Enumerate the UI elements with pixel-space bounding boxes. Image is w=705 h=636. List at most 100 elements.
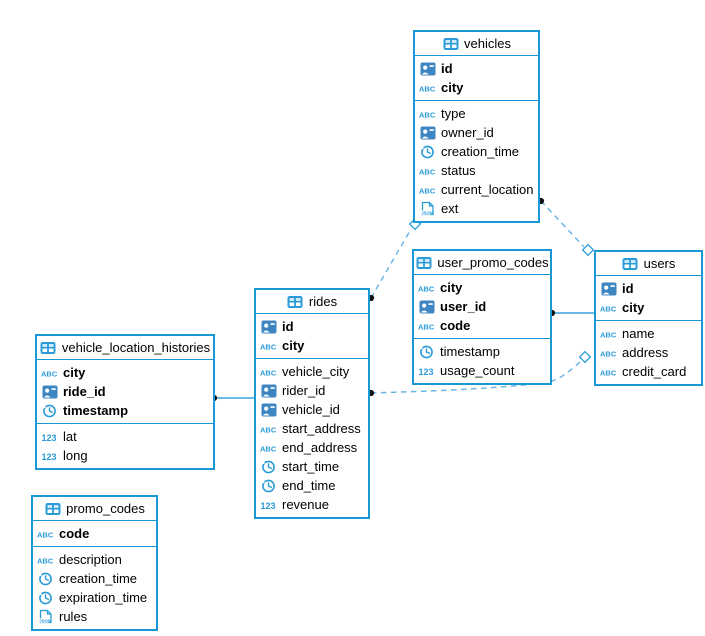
- svg-text:ABC: ABC: [419, 186, 436, 195]
- column-label: revenue: [282, 497, 329, 512]
- table-title: vehicles: [464, 36, 511, 51]
- column-label: vehicle_city: [282, 364, 350, 379]
- column-city[interactable]: ABC city: [415, 78, 538, 97]
- abc-icon: ABC: [260, 421, 277, 437]
- column-end_time[interactable]: end_time: [256, 476, 368, 495]
- table-header-user_promo_codes[interactable]: user_promo_codes: [414, 251, 550, 275]
- column-id[interactable]: id: [415, 59, 538, 78]
- column-expiration_time[interactable]: expiration_time: [33, 588, 156, 607]
- table-header-vehicle_location_histories[interactable]: vehicle_location_histories: [37, 336, 213, 360]
- id-badge-icon: [260, 319, 277, 335]
- clock-icon: [260, 459, 277, 475]
- abc-icon: ABC: [37, 526, 54, 542]
- table-header-rides[interactable]: rides: [256, 290, 368, 314]
- column-label: owner_id: [441, 125, 494, 140]
- svg-text:123: 123: [419, 367, 434, 377]
- column-id[interactable]: id: [256, 317, 368, 336]
- abc-icon: ABC: [600, 300, 617, 316]
- abc-icon: ABC: [37, 552, 54, 568]
- svg-text:123: 123: [261, 501, 276, 511]
- relation-line-vehicles-users[interactable]: [540, 200, 585, 248]
- column-timestamp[interactable]: timestamp: [37, 401, 213, 420]
- table-header-promo_codes[interactable]: promo_codes: [33, 497, 156, 521]
- column-owner_id[interactable]: owner_id: [415, 123, 538, 142]
- column-label: end_address: [282, 440, 358, 455]
- column-label: timestamp: [63, 403, 129, 418]
- svg-text:ABC: ABC: [260, 444, 277, 453]
- column-start_time[interactable]: start_time: [256, 457, 368, 476]
- table-icon: [44, 501, 61, 517]
- svg-text:ABC: ABC: [600, 368, 617, 377]
- svg-text:ABC: ABC: [418, 284, 435, 293]
- column-creation_time[interactable]: creation_time: [33, 569, 156, 588]
- column-revenue[interactable]: 123 revenue: [256, 495, 368, 514]
- svg-text:ABC: ABC: [419, 84, 436, 93]
- column-label: ride_id: [63, 384, 106, 399]
- column-label: creation_time: [59, 571, 138, 586]
- column-vehicle_id[interactable]: vehicle_id: [256, 400, 368, 419]
- column-creation_time[interactable]: creation_time: [415, 142, 538, 161]
- table-header-vehicles[interactable]: vehicles: [415, 32, 538, 56]
- table-icon: [622, 256, 639, 272]
- column-label: type: [441, 106, 466, 121]
- table-icon: [40, 340, 57, 356]
- column-timestamp[interactable]: timestamp: [414, 342, 550, 361]
- table-header-users[interactable]: users: [596, 252, 701, 276]
- id-badge-icon: [41, 384, 58, 400]
- column-user_id[interactable]: user_id: [414, 297, 550, 316]
- svg-text:ABC: ABC: [37, 530, 54, 539]
- 123-icon: 123: [41, 448, 58, 464]
- column-label: city: [63, 365, 86, 380]
- column-id[interactable]: id: [596, 279, 701, 298]
- clock-icon: [418, 344, 435, 360]
- id-badge-icon: [260, 383, 277, 399]
- column-label: city: [441, 80, 464, 95]
- column-end_address[interactable]: ABC end_address: [256, 438, 368, 457]
- column-label: end_time: [282, 478, 336, 493]
- clock-icon: [419, 144, 436, 160]
- column-ride_id[interactable]: ride_id: [37, 382, 213, 401]
- column-long[interactable]: 123 long: [37, 446, 213, 465]
- column-label: long: [63, 448, 88, 463]
- column-label: address: [622, 345, 669, 360]
- id-badge-icon: [419, 125, 436, 141]
- column-rider_id[interactable]: rider_id: [256, 381, 368, 400]
- svg-text:ABC: ABC: [419, 167, 436, 176]
- column-label: lat: [63, 429, 77, 444]
- column-label: id: [441, 61, 453, 76]
- relation-line-rides-vehicles[interactable]: [370, 228, 412, 299]
- id-badge-icon: [419, 61, 436, 77]
